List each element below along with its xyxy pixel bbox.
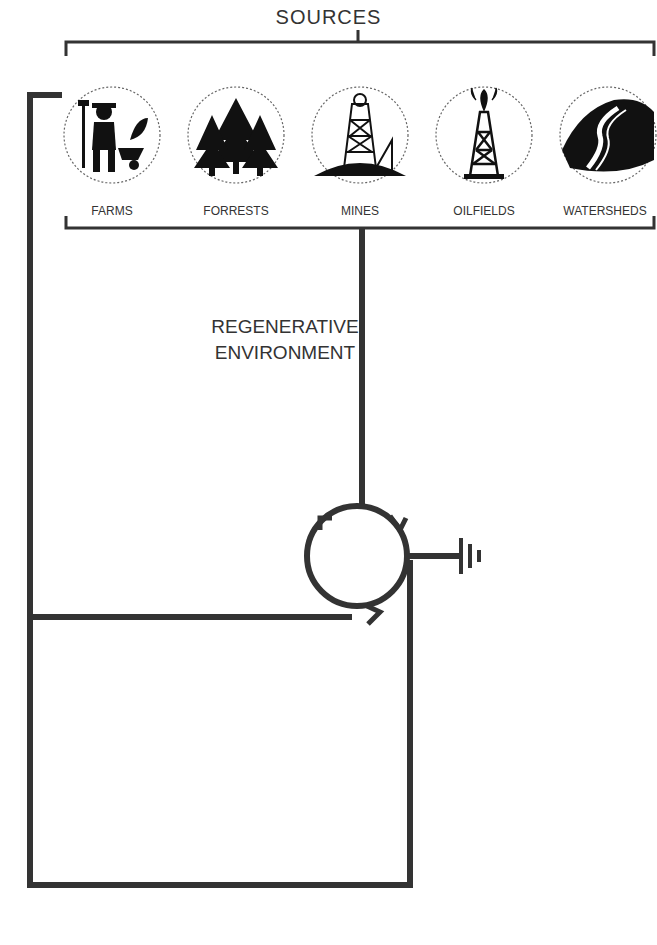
cycle-arrowheads [320,516,406,624]
loop-wires [30,95,460,885]
source-icon: FORRESTS [186,86,286,218]
ground-symbol [461,538,479,574]
source-icon: OILFIELDS [434,86,534,218]
icon-label: MINES [310,204,410,218]
icon-label: FARMS [62,204,162,218]
trees-icon [194,98,278,176]
source-icon: MINES [310,86,410,218]
sources-group: SOURCES FARMS FORRESTS MINES OILFIELDS WATERS… [0,0,657,232]
source-icon: FARMS [62,86,162,218]
source-icon: WATERSHEDS [555,86,655,218]
icon-label: FORRESTS [186,204,286,218]
region-label: REGENERATIVE ENVIRONMENT [205,314,365,366]
icon-circles [64,87,656,183]
icon-label: WATERSHEDS [555,204,655,218]
farmer-icon [78,100,148,172]
sources-bracket [66,30,654,228]
mine-headframe-icon [314,94,406,176]
oil-derrick-icon [464,88,504,179]
watershed-icon [562,99,654,171]
group-heading: SOURCES [0,6,657,29]
icon-label: OILFIELDS [434,204,534,218]
